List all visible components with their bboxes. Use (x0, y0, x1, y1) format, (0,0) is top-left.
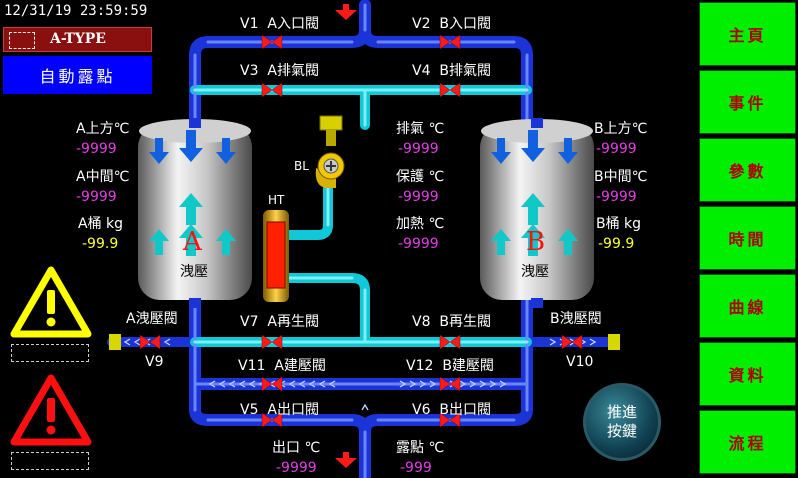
exhaust-temp-label: 排氣 ℃ (396, 121, 445, 137)
protect-temp-label: 保護 ℃ (396, 169, 445, 185)
datetime-display: 12/31/19 23:59:59 (4, 3, 148, 19)
dewpoint-temp-label: 露點 ℃ (396, 440, 445, 456)
outlet-temp-label: 出口 ℃ (272, 440, 321, 456)
menu-data-button[interactable]: 資料 (699, 342, 796, 406)
valve-v11-label[interactable]: V11 A建壓閥 (238, 358, 326, 374)
tank-a-weight-label: A桶 kg (78, 216, 124, 232)
valve-v10-label[interactable]: V10 (566, 354, 594, 370)
valve-v7-label[interactable]: V7 A再生閥 (240, 314, 319, 330)
tank-b-mid-temp-value: -9999 (596, 189, 637, 205)
tank-a-letter: A (183, 227, 202, 257)
push-button-line2: 按鍵 (606, 422, 637, 440)
tank-b-top-temp-value: -9999 (596, 141, 637, 157)
menu-params-button[interactable]: 參數 (699, 138, 796, 202)
tank-a-mid-temp-value: -9999 (76, 189, 117, 205)
tank-b-letter: B (526, 227, 546, 257)
tank-b-weight-value: -99.9 (598, 236, 635, 252)
valve-v4-label[interactable]: V4 B排氣閥 (412, 63, 491, 79)
mode-label: A-TYPE (50, 31, 106, 47)
tank-b-weight-label: B桶 kg (596, 216, 642, 232)
menu-curves-button[interactable]: 曲線 (699, 274, 796, 338)
push-button-line1: 推進 (606, 403, 637, 421)
sidebar-menu: 主頁 事件 參數 時間 曲線 資料 流程 (697, 0, 798, 478)
process-diagram (107, 0, 620, 478)
outlet-temp-value: -9999 (276, 460, 317, 476)
valve-v5-label[interactable]: V5 A出口閥 (240, 402, 319, 418)
valve-a-relief-label[interactable]: A洩壓閥 (126, 311, 178, 327)
menu-home-button[interactable]: 主頁 (699, 2, 796, 66)
valve-v8-label[interactable]: V8 B再生閥 (412, 314, 491, 330)
heater-label: HT (268, 193, 285, 207)
push-button[interactable]: 推進按鍵 (583, 383, 661, 461)
valve-v3-label[interactable]: V3 A排氣閥 (240, 63, 319, 79)
warning-yellow-icon (10, 266, 92, 338)
tank-a-top-temp-value: -9999 (76, 141, 117, 157)
blower-label: BL (294, 159, 309, 173)
tank-a-top-temp-label: A上方℃ (76, 121, 130, 137)
exhaust-temp-value: -9999 (398, 141, 439, 157)
heat-temp-label: 加熱 ℃ (396, 216, 445, 232)
tank-a-weight-value: -99.9 (82, 236, 119, 252)
menu-time-button[interactable]: 時間 (699, 206, 796, 270)
valve-v9-label[interactable]: V9 (145, 354, 164, 370)
valve-v2-label[interactable]: V2 B入口閥 (412, 16, 491, 32)
tank-b-relief-label: 洩壓 (521, 264, 549, 280)
warning-status-box (11, 344, 89, 362)
valve-v1-label[interactable]: V1 A入口閥 (240, 16, 319, 32)
auto-dewpoint-button[interactable]: 自動露點 (3, 56, 152, 94)
alarm-status-box (11, 452, 89, 470)
mode-checkbox[interactable] (9, 32, 35, 49)
valve-b-relief-label[interactable]: B洩壓閥 (550, 311, 602, 327)
valve-v6-label[interactable]: V6 B出口閥 (412, 402, 491, 418)
tank-b-top-temp-label: B上方℃ (594, 121, 648, 137)
menu-events-button[interactable]: 事件 (699, 70, 796, 134)
mode-indicator: A-TYPE (3, 27, 152, 52)
menu-flow-button[interactable]: 流程 (699, 410, 796, 474)
alarm-red-icon (10, 374, 92, 446)
protect-temp-value: -9999 (398, 189, 439, 205)
tank-a-mid-temp-label: A中間℃ (76, 169, 130, 185)
tank-b-mid-temp-label: B中間℃ (594, 169, 648, 185)
valve-v12-label[interactable]: V12 B建壓閥 (406, 358, 494, 374)
tank-a-relief-label: 洩壓 (180, 264, 208, 280)
heat-temp-value: -9999 (398, 236, 439, 252)
dewpoint-temp-value: -999 (400, 460, 432, 476)
